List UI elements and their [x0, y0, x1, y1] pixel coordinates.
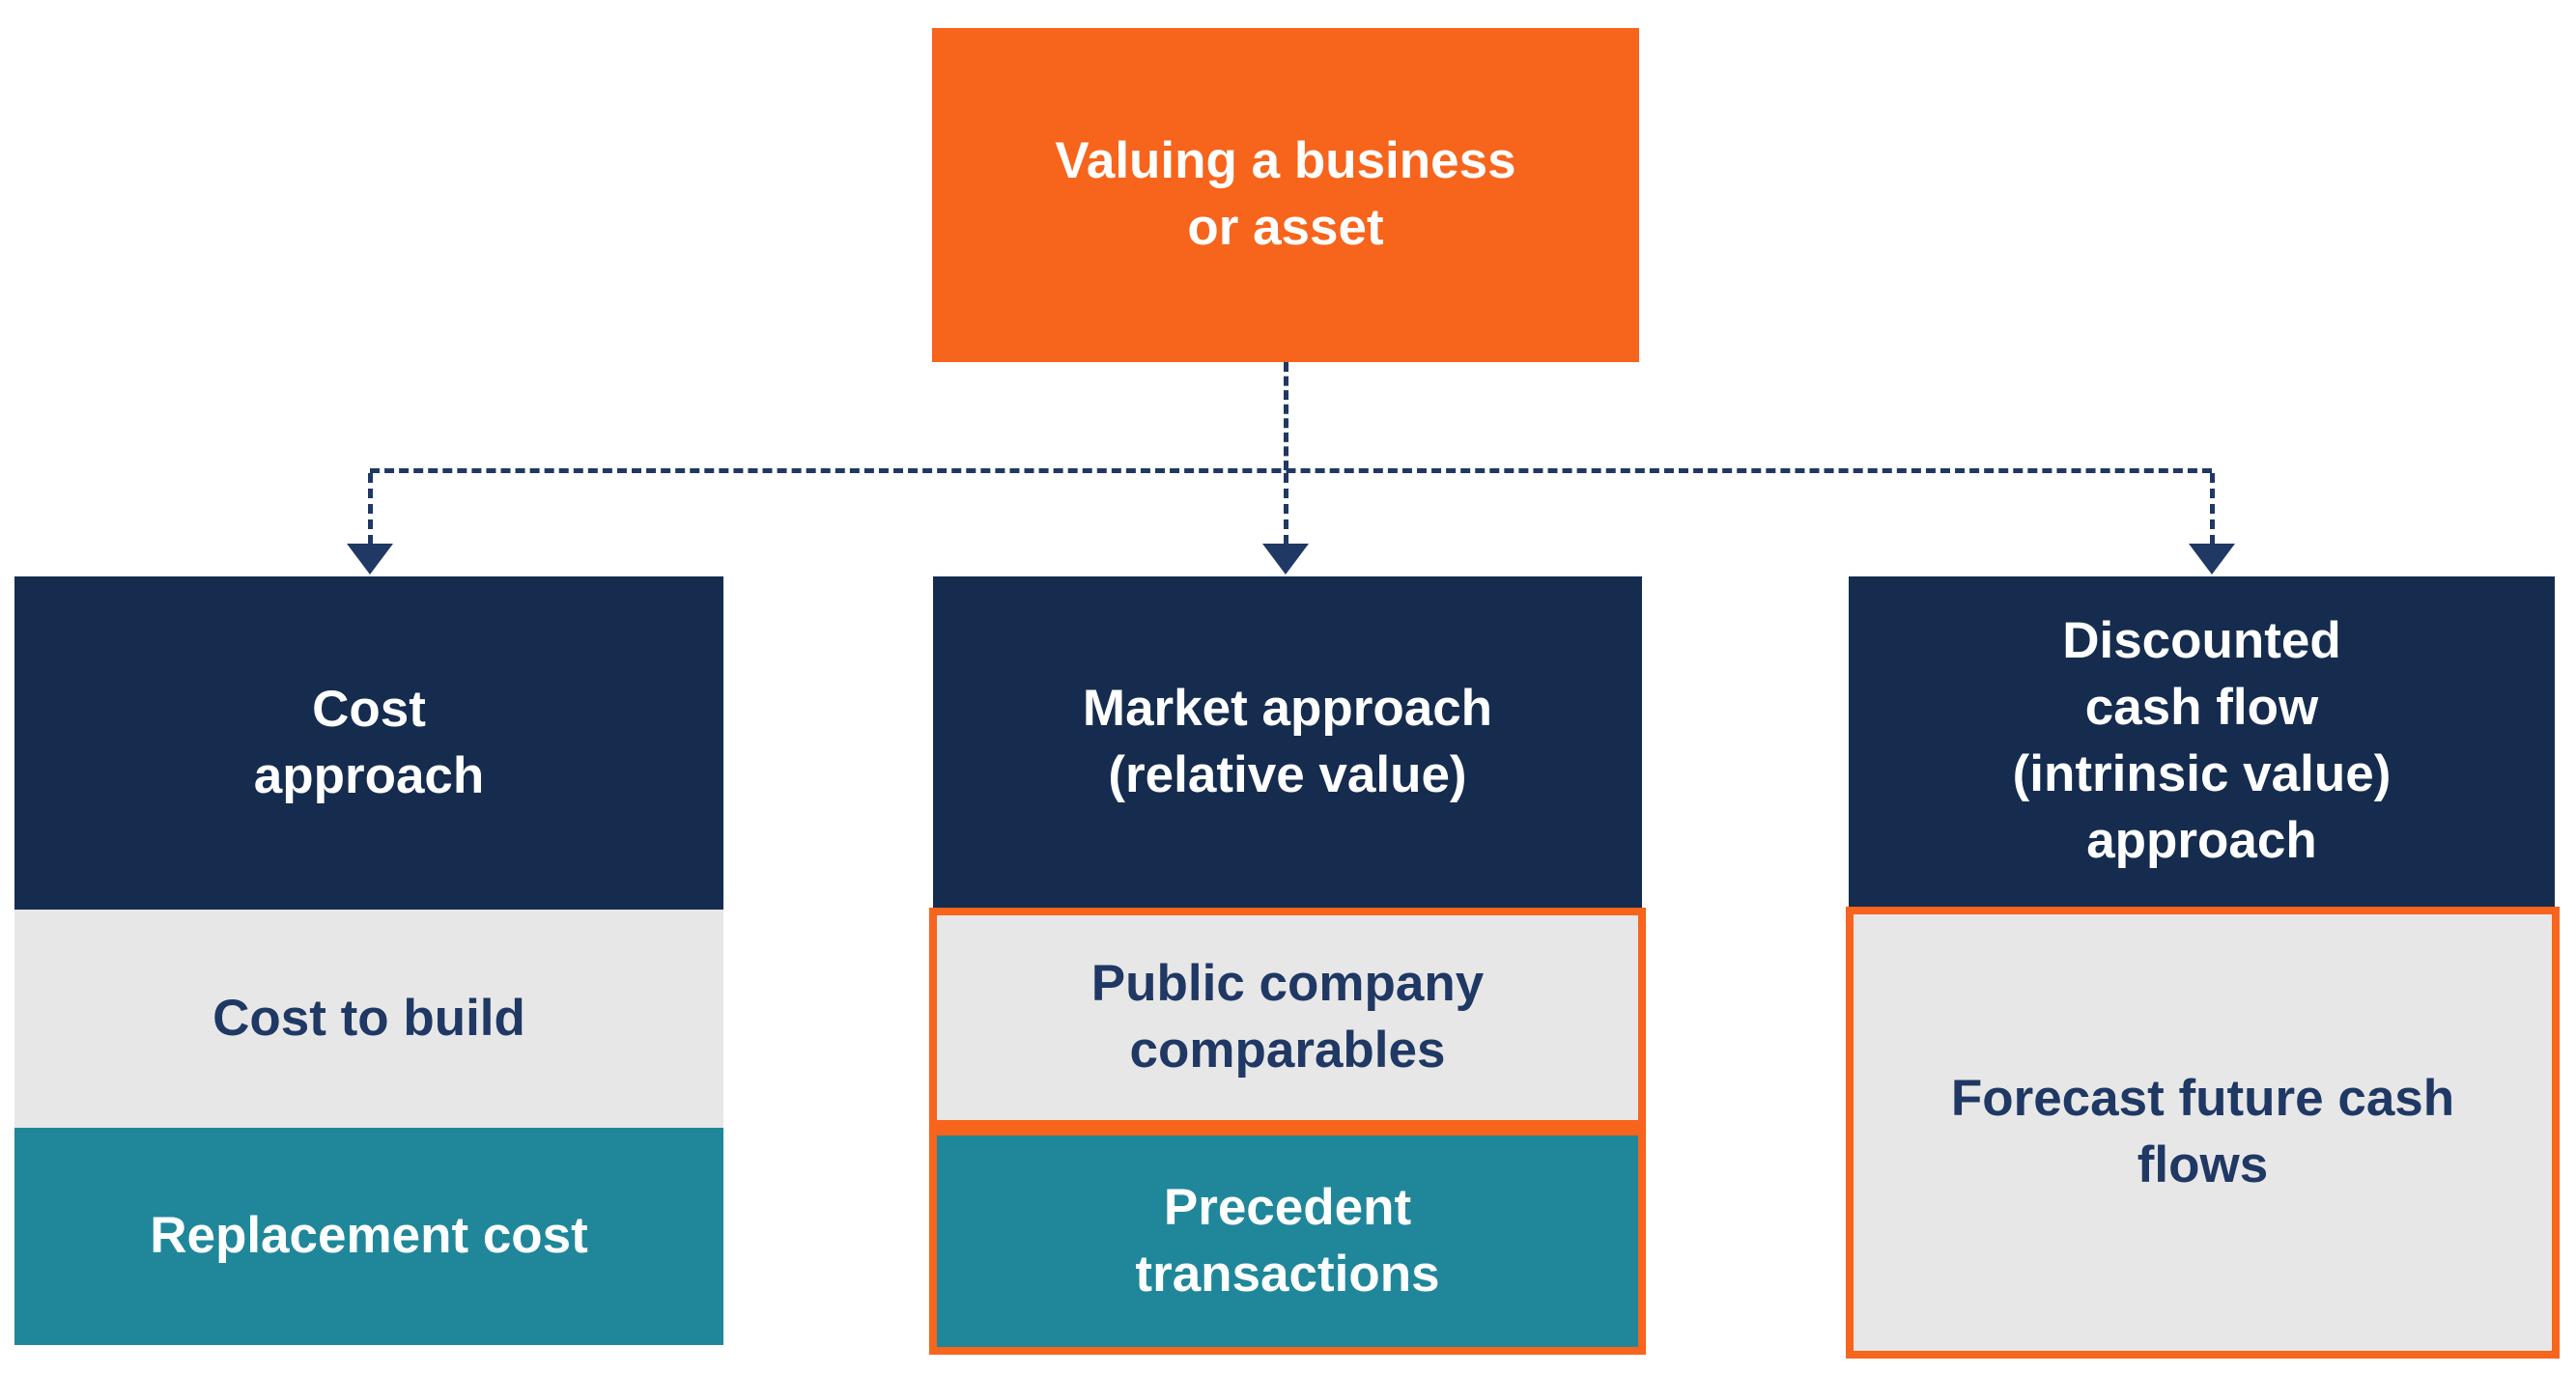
public-company-comparables-cell: Public company comparables [929, 908, 1646, 1128]
replacement-cost-cell: Replacement cost [14, 1128, 723, 1345]
connector-horizontal [370, 468, 2212, 473]
cost-approach-header: Cost approach [14, 576, 723, 910]
cost-to-build-cell: Cost to build [14, 910, 723, 1128]
arrow-down-icon [2189, 544, 2235, 575]
dcf-approach-header: Discounted cash flow (intrinsic value) a… [1849, 576, 2555, 907]
root-box: Valuing a business or asset [932, 28, 1639, 362]
precedent-transactions-cell: Precedent transactions [929, 1128, 1646, 1355]
connector-root-drop [1284, 362, 1288, 470]
market-approach-header: Market approach (relative value) [933, 576, 1642, 908]
connector-right-drop [2210, 473, 2215, 545]
connector-left-drop [368, 473, 373, 545]
arrow-down-icon [347, 544, 393, 575]
forecast-future-cash-flows-cell: Forecast future cash flows [1846, 907, 2560, 1359]
arrow-down-icon [1262, 544, 1309, 575]
connector-middle-drop [1284, 473, 1288, 545]
